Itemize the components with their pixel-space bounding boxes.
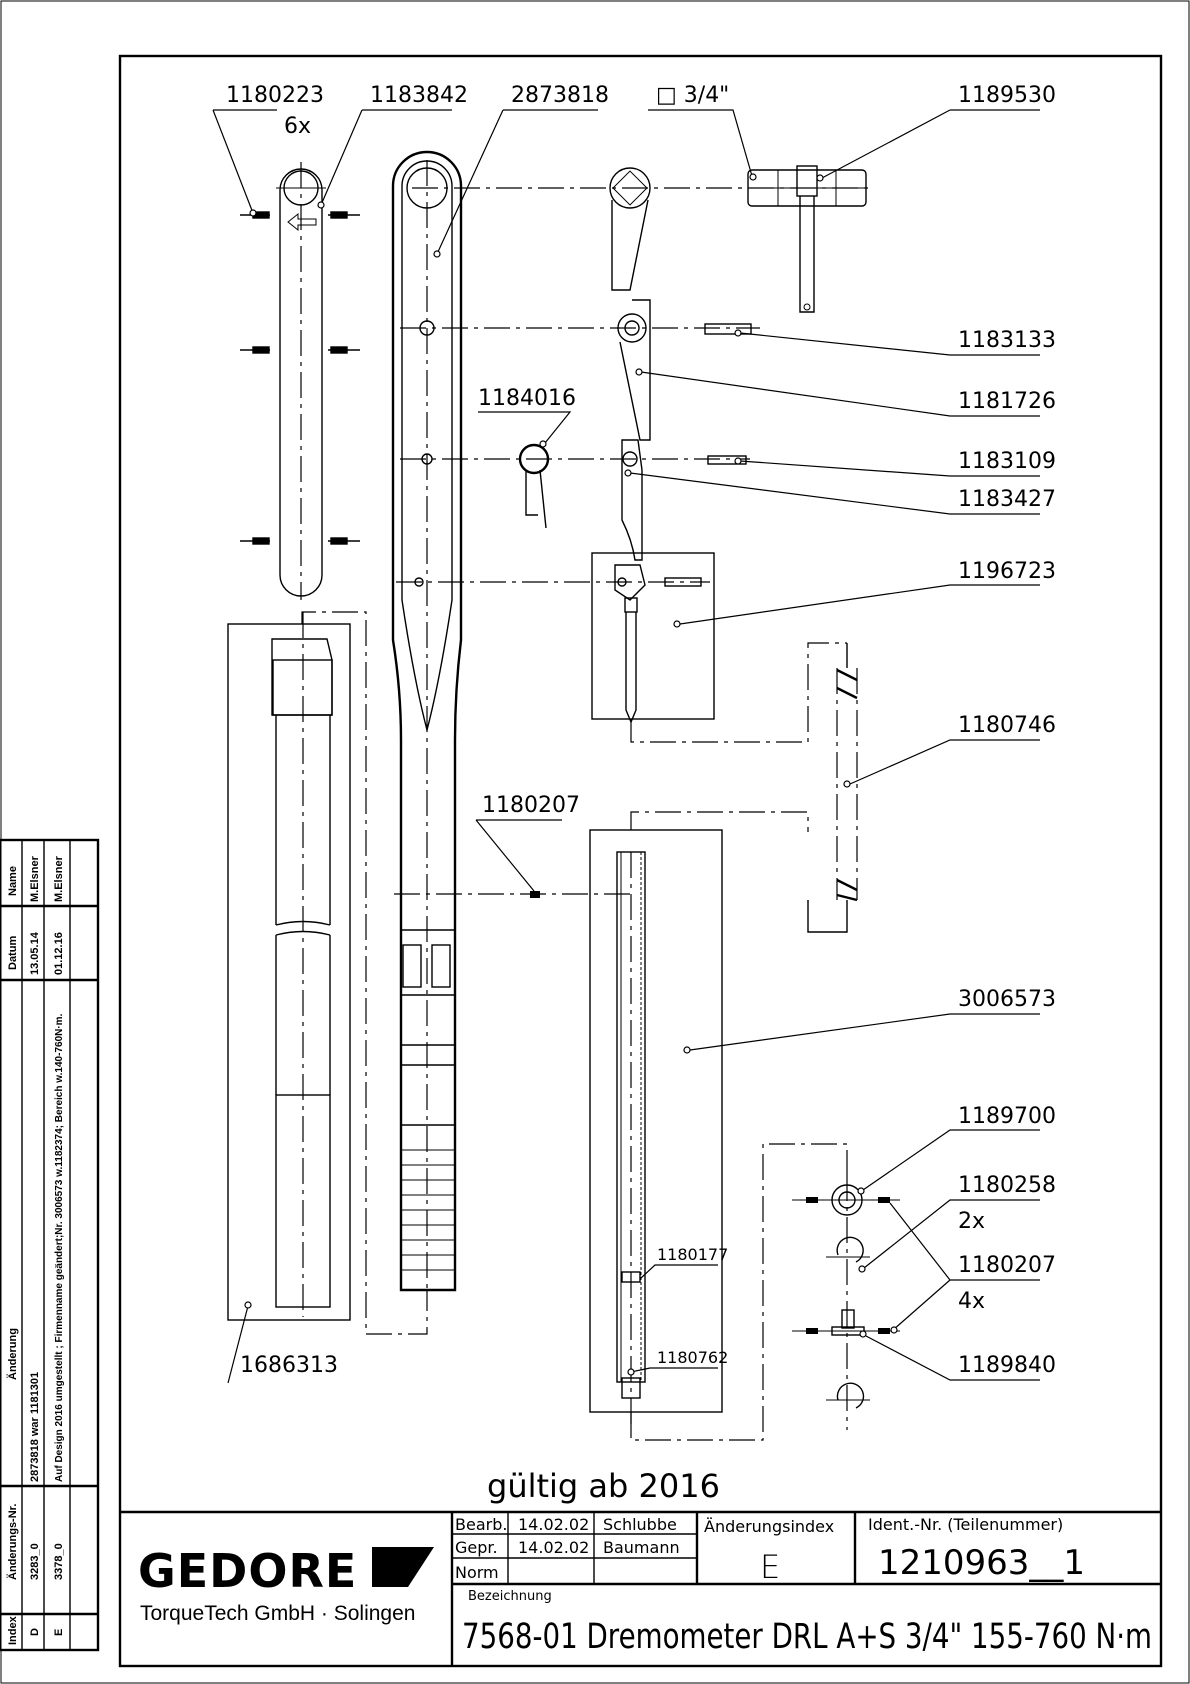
gepr-label: Gepr. [455, 1538, 498, 1557]
label-1183842: 1183842 [370, 83, 468, 108]
rev-row-e-change-no: 3378_0 [53, 1543, 65, 1580]
rev-row-d-index: D [29, 1628, 41, 1636]
label-1180223: 1180223 [226, 83, 324, 108]
rev-row-d-name: M.Elsner [29, 855, 41, 902]
company-logo: GEDORE [138, 1544, 357, 1598]
label-2873818: 2873818 [511, 83, 609, 108]
label-1189840: 1189840 [958, 1353, 1056, 1378]
ident-label: Ident.-Nr. (Teilenummer) [868, 1515, 1063, 1534]
title-block: GEDORE TorqueTech GmbH · Solingen Bearb.… [120, 1510, 1161, 1666]
part-group-right-lower [792, 1175, 900, 1430]
label-1181726: 1181726 [958, 389, 1056, 414]
label-1180746: 1180746 [958, 713, 1056, 738]
part-wrench-body [391, 150, 463, 1292]
label-1686313: 1686313 [240, 1353, 338, 1378]
bearb-date: 14.02.02 [518, 1515, 589, 1534]
part-labels: 1180223 6x 1183842 2873818 □ 3/4" 118953… [226, 83, 1056, 1378]
centerlines [394, 187, 870, 895]
bearb-label: Bearb. [455, 1515, 507, 1534]
logo-wedge-icon [372, 1547, 434, 1587]
label-1180762: 1180762 [657, 1348, 728, 1367]
validity-note: gültig ab 2016 [487, 1467, 720, 1505]
rev-header-index: Index [7, 1615, 19, 1645]
rev-row-e-name: M.Elsner [53, 855, 65, 902]
label-1189530: 1189530 [958, 83, 1056, 108]
part-side-plate [240, 162, 360, 600]
label-1184016: 1184016 [478, 386, 576, 411]
label-square-drive: □ 3/4" [656, 83, 729, 108]
part-1686313-handle [227, 611, 428, 1335]
part-1196723-group [591, 552, 715, 720]
label-1180207-qty: 4x [958, 1289, 985, 1314]
rev-row-d-date: 13.05.14 [29, 931, 41, 975]
rev-header-change-no: Änderungs-Nr. [6, 1504, 19, 1580]
norm-label: Norm [455, 1563, 499, 1582]
rev-header-date: Datum [7, 936, 19, 970]
label-1183427: 1183427 [958, 487, 1056, 512]
label-1180258: 1180258 [958, 1173, 1056, 1198]
assembly-path-c [630, 1143, 848, 1441]
label-1180207: 1180207 [958, 1253, 1056, 1278]
label-1183133: 1183133 [958, 328, 1056, 353]
label-1189700: 1189700 [958, 1104, 1056, 1129]
part-1180746-spring [836, 643, 858, 902]
change-index-label: Änderungsindex [704, 1517, 834, 1536]
part-reversing-lever [747, 165, 867, 313]
part-ratchet-linkage [609, 167, 752, 724]
ident-value: 1210963__1 [878, 1543, 1085, 1583]
label-3006573: 3006573 [958, 987, 1056, 1012]
bearb-name: Schlubbe [603, 1515, 677, 1534]
designation-label: Bezeichnung [468, 1589, 552, 1604]
part-spring [518, 443, 550, 529]
label-1196723: 1196723 [958, 559, 1056, 584]
rev-row-d-change: 2873818 war 1181301 [29, 1372, 41, 1482]
drawing-frame [118, 54, 1163, 1668]
rev-row-e-change: Auf Design 2016 umgestellt ; Firmenname … [54, 1013, 65, 1482]
rev-row-d-change-no: 3283_0 [29, 1543, 41, 1580]
change-index-value: E [760, 1548, 780, 1586]
rev-header-name: Name [7, 866, 19, 896]
rev-header-change: Änderung [6, 1328, 19, 1380]
rev-row-e-index: E [53, 1629, 65, 1636]
assembly-path-b [807, 900, 848, 933]
label-1183109: 1183109 [958, 449, 1056, 474]
label-1180177: 1180177 [657, 1245, 728, 1264]
gepr-date: 14.02.02 [518, 1538, 589, 1557]
label-1180223-qty: 6x [284, 114, 311, 139]
assembly-path-a [630, 642, 847, 743]
rev-row-e-date: 01.12.16 [53, 932, 65, 975]
leaders [212, 109, 1040, 1384]
part-1180207-mid [530, 891, 540, 898]
gepr-name: Baumann [603, 1538, 680, 1557]
label-1180258-qty: 2x [958, 1209, 985, 1234]
part-3006573-tube [589, 811, 809, 1430]
label-1180207-mid: 1180207 [482, 793, 580, 818]
designation-value: 7568-01 Dremometer DRL A+S 3/4" 155-760 … [462, 1617, 1152, 1657]
revision-table: Name Datum Änderung Änderungs-Nr. Index … [0, 838, 100, 1652]
company-name: TorqueTech GmbH · Solingen [140, 1602, 415, 1625]
